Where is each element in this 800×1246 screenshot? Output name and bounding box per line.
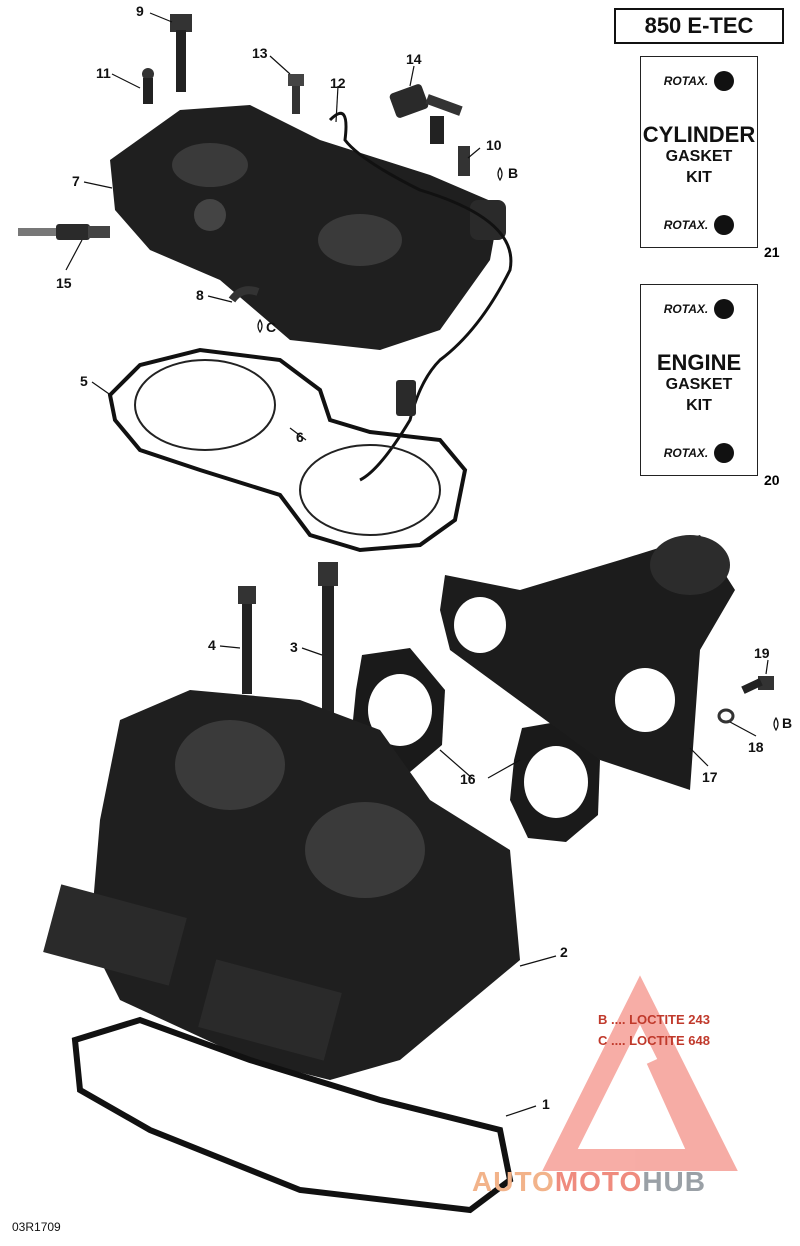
watermark-logo [542, 975, 738, 1171]
kit-brand: ROTAX. [663, 302, 709, 316]
fitting-10-part [458, 146, 470, 176]
callout-7: 7 [72, 173, 80, 189]
base-gasket-part [71, 1016, 514, 1214]
bolt-19-part [741, 676, 774, 694]
sealant-marker-b: B [782, 715, 793, 731]
kit-subtitle: GASKET [665, 148, 733, 166]
callout-18: 18 [748, 739, 764, 755]
reference-code: 03R1709 [12, 1220, 61, 1234]
legend-row: C .... LOCTITE 648 [598, 1032, 710, 1048]
callout-8: 8 [196, 287, 204, 303]
leader-lines [65, 12, 769, 1117]
head-gasket-part [107, 347, 468, 553]
callout-10: 10 [486, 137, 502, 153]
elbow-fitting-part [228, 286, 260, 303]
cylinder-block-part [43, 690, 520, 1080]
kit-subtitle: GASKET [665, 376, 733, 394]
callout-9: 9 [136, 3, 144, 19]
kit-title: CYLINDER [642, 122, 756, 147]
spark-plug-part [18, 224, 110, 240]
stud-part [142, 68, 154, 104]
callout-11: 11 [96, 65, 111, 81]
kit-subtitle: KIT [686, 396, 712, 414]
callout-1: 1 [542, 1096, 550, 1112]
sealant-marker-c: C [266, 319, 277, 335]
callout-5: 5 [80, 373, 88, 389]
brp-logo-icon [714, 299, 735, 319]
kit-brand: ROTAX. [663, 74, 709, 88]
watermark-text: AUTOMOTOHUB [472, 1166, 706, 1197]
callout-16: 16 [460, 771, 476, 787]
callout-19: 19 [754, 645, 770, 661]
cylinder-bolt-part [238, 586, 256, 694]
sealant-legend: B .... LOCTITE 243 C .... LOCTITE 648 [598, 1010, 710, 1052]
cylinder-head-part [110, 105, 506, 350]
kit-title: ENGINE [656, 350, 742, 375]
callout-6: 6 [296, 429, 304, 445]
callout-2: 2 [560, 944, 568, 960]
sealant-marker-b: B [508, 165, 519, 181]
model-label: 850 E-TEC [614, 8, 784, 44]
callout-21: 21 [764, 244, 780, 260]
long-bolt-part [318, 562, 338, 736]
callout-15: 15 [56, 275, 72, 291]
washer-part [717, 708, 735, 724]
callout-4: 4 [208, 637, 216, 653]
brp-logo-icon [714, 214, 735, 235]
callout-17: 17 [702, 769, 718, 785]
connector-part [396, 380, 416, 416]
sensor-14-part [389, 84, 463, 144]
head-bolt-part [170, 14, 192, 92]
kit-subtitle: KIT [686, 168, 712, 186]
kit-brand: ROTAX. [663, 217, 709, 232]
kit-brand: ROTAX. [663, 445, 709, 460]
callout-12: 12 [330, 75, 346, 91]
callout-14: 14 [406, 51, 422, 67]
legend-row: B .... LOCTITE 243 [598, 1012, 710, 1027]
cylinder-gasket-kit: ROTAX. CYLINDER GASKET KIT ROTAX. [640, 56, 758, 248]
callout-20: 20 [764, 472, 780, 488]
brp-logo-icon [714, 71, 735, 91]
o-ring-part [134, 359, 276, 451]
callout-13: 13 [252, 45, 268, 61]
o-ring-part [299, 444, 441, 536]
brp-logo-icon [714, 442, 735, 463]
exhaust-manifold-part [440, 535, 735, 790]
sealant-drop-icons [257, 166, 779, 732]
callout-3: 3 [290, 639, 298, 655]
wire-harness-part [328, 111, 513, 482]
engine-gasket-kit: ROTAX. ENGINE GASKET KIT ROTAX. [640, 284, 758, 476]
bolt-13-part [288, 74, 304, 114]
